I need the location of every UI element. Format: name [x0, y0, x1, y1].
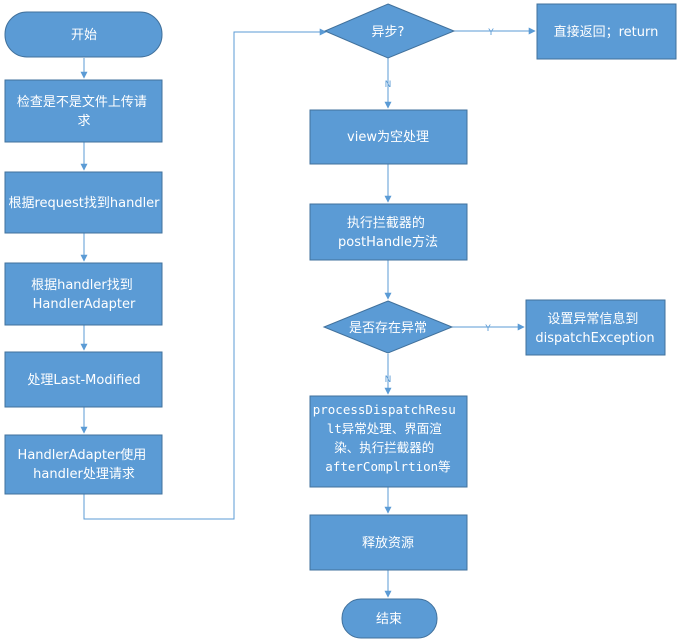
- svg-text:HandlerAdapter使用 handler: HandlerAdapter使用 handler处理请求: [18, 447, 151, 482]
- node-post-handle-line1: 执行拦截器的: [347, 215, 425, 231]
- node-check-upload-line1: 检查是不是文件上传请: [17, 95, 147, 110]
- node-last-modified: 处理Last-Modified: [4, 351, 163, 408]
- edge-label-async-no: N: [385, 80, 392, 90]
- node-get-handler-label: 根据request找到handler: [8, 196, 160, 211]
- node-process-result-line1: processDispatchResu: [313, 402, 456, 417]
- node-release: 释放资源: [309, 514, 468, 571]
- node-adapter-handle-line2: handler处理请求: [33, 467, 135, 482]
- node-view-null: view为空处理: [309, 109, 468, 165]
- node-process-result-line3: 染、执行拦截器的: [334, 440, 434, 455]
- node-set-exception-line1: 设置异常信息到: [547, 311, 638, 327]
- node-adapter-handle-line1: HandlerAdapter使用: [18, 447, 147, 463]
- edges: [80, 27, 536, 598]
- node-is-async-label: 异步?: [372, 25, 405, 40]
- edge-adapterhandle-async: [83, 28, 327, 520]
- node-start-label: 开始: [71, 28, 97, 43]
- node-has-exception: 是否存在异常: [322, 300, 454, 354]
- node-process-result-line2: lt异常处理、界面渲: [327, 421, 442, 436]
- node-last-modified-label: 处理Last-Modified: [27, 373, 140, 388]
- node-start: 开始: [4, 11, 163, 58]
- svg-text:执行拦截器的 postHandle方法: 执行拦截器的 postHandle方法: [338, 215, 438, 250]
- svg-text:根据handler找到 HandlerAdapt: 根据handler找到 HandlerAdapter: [31, 278, 137, 312]
- node-end-label: 结束: [376, 612, 402, 627]
- node-is-async: 异步?: [323, 3, 456, 59]
- node-get-adapter: 根据handler找到 HandlerAdapter: [4, 262, 163, 326]
- node-release-label: 释放资源: [362, 536, 414, 551]
- node-process-result-line4: afterComplrtion等: [325, 459, 450, 474]
- node-post-handle: 执行拦截器的 postHandle方法: [309, 203, 468, 261]
- node-has-exception-label: 是否存在异常: [349, 321, 427, 336]
- node-direct-return-label: 直接返回；return: [554, 24, 659, 40]
- svg-text:processDispatchResu lt异常: processDispatchResu lt异常处理、界面渲 染、执行拦截器的 …: [313, 402, 464, 474]
- node-direct-return: 直接返回；return: [536, 3, 677, 60]
- node-post-handle-line2: postHandle方法: [338, 234, 438, 250]
- node-check-upload-line2: 求: [77, 114, 90, 129]
- edge-label-exception-yes: Y: [484, 324, 491, 334]
- node-get-adapter-line1: 根据handler找到: [31, 278, 133, 293]
- node-check-upload: 检查是不是文件上传请 求: [4, 79, 163, 143]
- svg-text:设置异常信息到 dispatchExceptio: 设置异常信息到 dispatchException: [535, 311, 654, 346]
- node-process-result: processDispatchResu lt异常处理、界面渲 染、执行拦截器的 …: [309, 395, 468, 488]
- node-adapter-handle: HandlerAdapter使用 handler处理请求: [4, 434, 163, 495]
- edge-label-async-yes: Y: [487, 28, 494, 38]
- node-get-adapter-line2: HandlerAdapter: [33, 297, 136, 312]
- node-set-exception: 设置异常信息到 dispatchException: [525, 299, 666, 356]
- node-view-null-label: view为空处理: [347, 130, 429, 145]
- edge-label-exception-no: N: [385, 375, 392, 385]
- node-set-exception-line2: dispatchException: [535, 331, 654, 346]
- node-get-handler: 根据request找到handler: [4, 171, 163, 234]
- node-end: 结束: [341, 598, 438, 639]
- svg-text:检查是不是文件上传请 求: 检查是不是文件上传请 求: [17, 95, 151, 129]
